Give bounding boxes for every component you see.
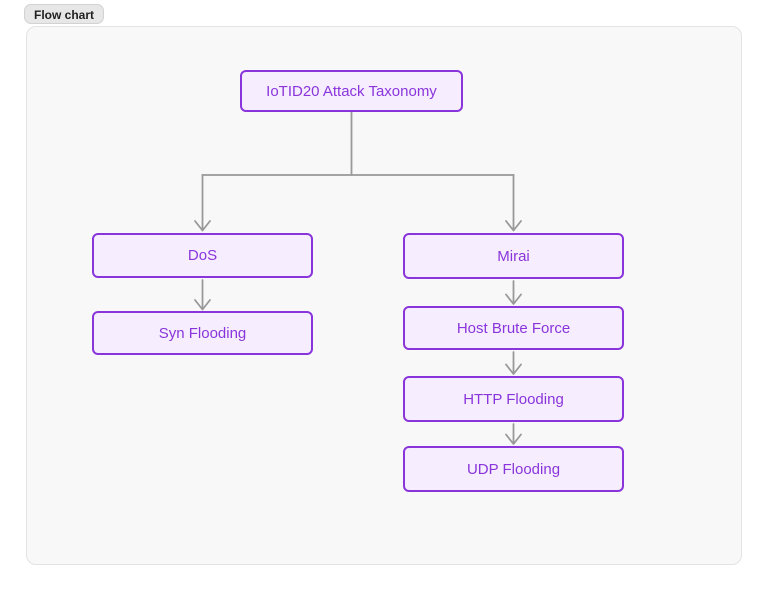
node-host-brute-force: Host Brute Force — [403, 306, 624, 350]
node-http-flooding: HTTP Flooding — [403, 376, 624, 422]
node-udp-flooding: UDP Flooding — [403, 446, 624, 492]
node-dos: DoS — [92, 233, 313, 278]
node-mirai: Mirai — [403, 233, 624, 279]
diagram-type-badge: Flow chart — [24, 4, 105, 24]
node-syn-flooding: Syn Flooding — [92, 311, 313, 355]
node-iotid20-attack-taxonomy: IoTID20 Attack Taxonomy — [240, 70, 463, 112]
